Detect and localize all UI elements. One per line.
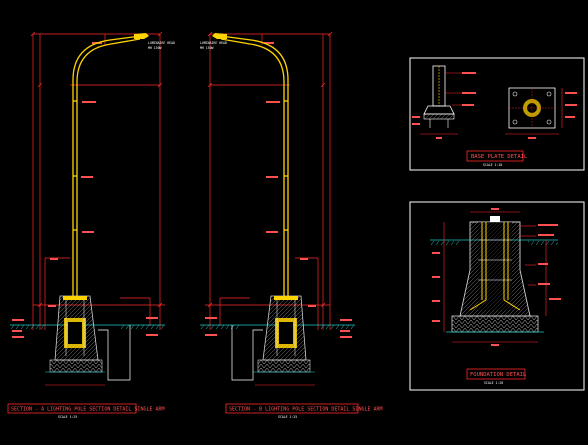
right-lamp-label: LUMINAIRE HEAD	[200, 41, 227, 45]
foundation-title-block: FOUNDATION DETAIL SCALE 1:20	[466, 368, 527, 385]
right-luminaire-icon	[212, 33, 227, 39]
left-section-title-block: SECTION - A LIGHTING POLE SECTION DETAIL…	[7, 403, 165, 419]
left-luminaire-icon	[134, 33, 149, 39]
left-section-scale: SCALE 1:25	[58, 415, 77, 419]
left-lamp-label-2: MH 150W	[148, 46, 162, 50]
right-conduit	[231, 325, 263, 381]
left-lamp-label: LUMINAIRE HEAD	[148, 41, 175, 45]
left-foundation	[45, 295, 105, 373]
base-plate-frame	[409, 57, 585, 171]
right-dimension-ticks	[207, 31, 333, 308]
left-section-title: SECTION - A LIGHTING POLE SECTION DETAIL…	[11, 407, 165, 413]
base-plate-detail: BASE PLATE DETAIL SCALE 1:10	[409, 57, 585, 171]
foundation-scale: SCALE 1:20	[484, 381, 503, 385]
base-plate-title-block: BASE PLATE DETAIL SCALE 1:10	[466, 150, 528, 167]
base-plate-plan	[505, 87, 577, 139]
left-dimension-ticks	[30, 31, 163, 308]
base-plate-title: BASE PLATE DETAIL	[471, 154, 528, 160]
right-section-title-block: SECTION - B LIGHTING POLE SECTION DETAIL…	[225, 403, 383, 419]
right-dimension-lines	[205, 33, 331, 330]
left-dimension-lines	[32, 33, 165, 330]
foundation-title: FOUNDATION DETAIL	[470, 372, 527, 378]
right-pole	[220, 35, 289, 300]
base-plate-elevation	[412, 65, 476, 139]
right-section-scale: SCALE 1:25	[278, 415, 297, 419]
left-pole	[72, 35, 141, 300]
foundation-dim-labels	[432, 208, 561, 346]
foundation-pedestal	[459, 216, 531, 317]
left-pole-section: LUMINAIRE HEAD MH 150W SECTION - A LIGHT…	[7, 31, 175, 419]
foundation-frame	[409, 201, 585, 391]
right-foundation	[253, 295, 315, 373]
foundation-detail: FOUNDATION DETAIL SCALE 1:20	[409, 201, 585, 391]
right-lamp-label-2: MH 150W	[200, 46, 214, 50]
right-pole-section: LUMINAIRE HEAD MH 150W SECTION - B LIGHT…	[200, 31, 383, 419]
left-conduit	[98, 325, 131, 381]
foundation-dimensions	[443, 211, 547, 343]
base-plate-scale: SCALE 1:10	[483, 163, 502, 167]
right-section-title: SECTION - B LIGHTING POLE SECTION DETAIL…	[229, 407, 383, 413]
left-dim-labels	[12, 42, 158, 338]
foundation-footing	[446, 315, 544, 333]
